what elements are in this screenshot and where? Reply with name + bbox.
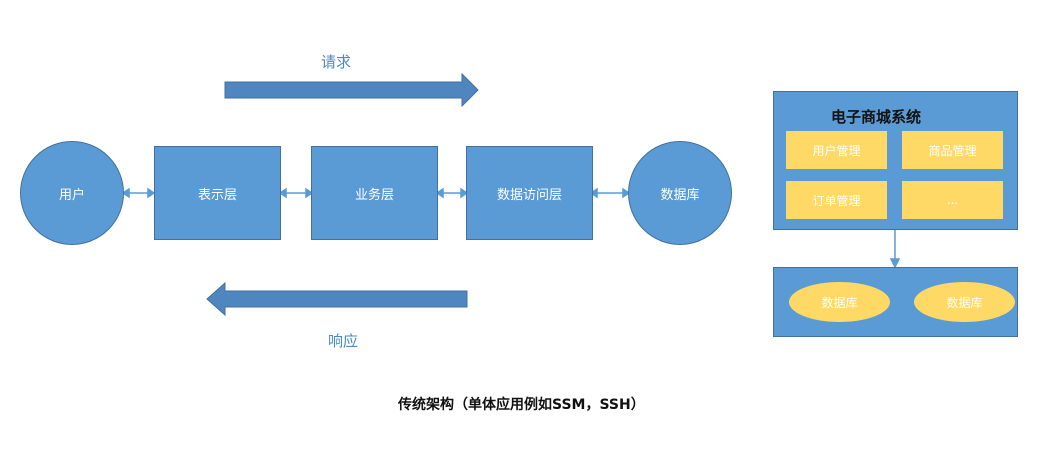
presentation-layer-label: 表示层 — [197, 187, 237, 203]
response-label: 响应 — [328, 332, 359, 350]
business-layer-label: 业务层 — [354, 187, 394, 203]
diagram-caption: 传统架构（单体应用例如SSM，SSH） — [398, 397, 645, 413]
business-layer-node: 业务层 — [311, 146, 438, 240]
module-more: ... — [902, 181, 1003, 219]
request-arrow — [224, 73, 479, 107]
module-order-management: 订单管理 — [786, 181, 887, 219]
presentation-layer-node: 表示层 — [154, 146, 281, 240]
response-arrow — [206, 282, 468, 316]
module-product-management: 商品管理 — [902, 131, 1003, 169]
user-label: 用户 — [58, 187, 85, 203]
database-label: 数据库 — [660, 187, 700, 203]
database-ellipse-1: 数据库 — [789, 282, 890, 322]
user-node: 用户 — [20, 141, 124, 245]
database-ellipse-2: 数据库 — [914, 282, 1015, 322]
system-title: 电子商城系统 — [831, 108, 922, 126]
data-access-layer-node: 数据访问层 — [466, 146, 593, 240]
module-user-management: 用户管理 — [786, 131, 887, 169]
database-node: 数据库 — [628, 141, 732, 245]
data-access-layer-label: 数据访问层 — [496, 187, 562, 203]
request-label: 请求 — [321, 53, 352, 71]
